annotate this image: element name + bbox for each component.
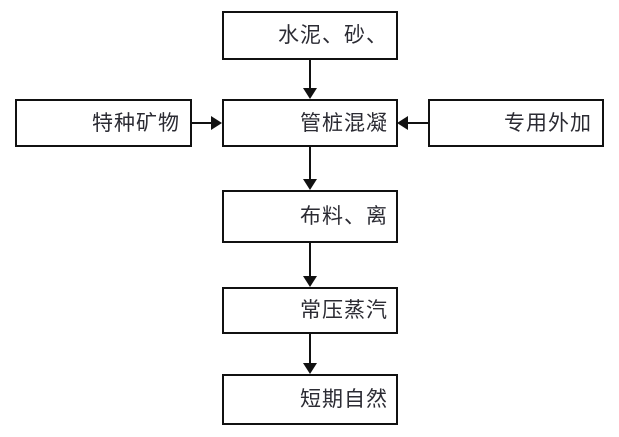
arrow-right-icon [211,116,222,130]
arrow-left-icon [397,116,408,130]
flow-node-label: 常压蒸汽 [300,298,388,322]
flow-node-label: 短期自然 [300,387,388,411]
edge-line-right-n2 [408,122,428,124]
flow-node-label: 水泥、砂、 [278,23,388,47]
arrow-down-icon [303,363,317,374]
flow-node-distribution-centrifuge: 布料、离 [222,190,398,243]
edge-line-n4-n5 [309,334,311,363]
edge-line-n1-n2 [309,60,311,88]
edge-line-n3-n4 [309,243,311,276]
flow-node-atmospheric-steam: 常压蒸汽 [222,287,398,334]
flow-node-label: 管桩混凝 [300,110,388,135]
flow-node-label: 特种矿物 [92,110,180,135]
flow-node-materials: 水泥、砂、 [222,11,398,60]
edge-line-n2-n3 [309,147,311,179]
flow-node-short-term-natural: 短期自然 [222,374,398,425]
arrow-down-icon [303,276,317,287]
edge-line-left-n2 [192,122,212,124]
flow-node-special-admixture: 专用外加 [428,99,604,147]
flow-node-label: 布料、离 [300,204,388,228]
flow-node-pile-concrete: 管桩混凝 [222,99,398,147]
flow-node-label: 专用外加 [504,110,592,135]
flow-node-special-mineral: 特种矿物 [15,99,192,147]
arrow-down-icon [303,179,317,190]
arrow-down-icon [303,88,317,99]
